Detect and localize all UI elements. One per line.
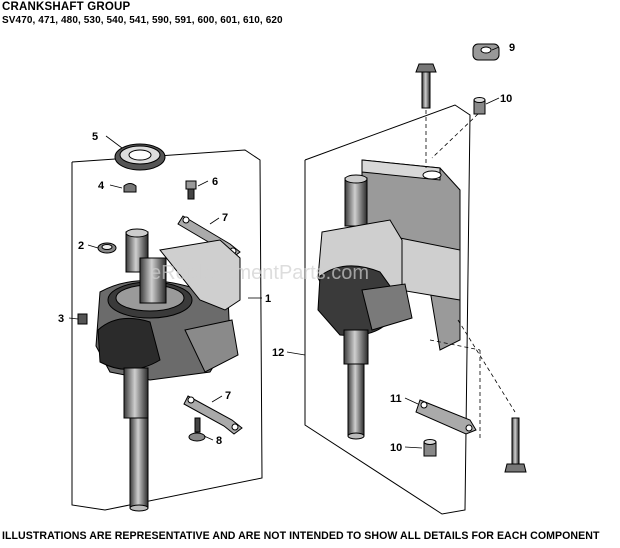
callout-4: 4 <box>98 180 105 192</box>
lower-screw-part <box>188 417 206 442</box>
callout-5: 5 <box>92 131 98 143</box>
sleeve-part <box>472 43 500 61</box>
balance-housing <box>361 159 461 351</box>
model-list: SV470, 471, 480, 530, 540, 541, 590, 591… <box>2 15 283 26</box>
callout-10-top: 10 <box>500 93 512 105</box>
callout-2: 2 <box>78 240 84 252</box>
assembly-1-bracket <box>71 149 263 511</box>
bearing-part <box>97 242 117 254</box>
alignment-lines <box>425 110 516 440</box>
small-block-part <box>77 313 88 325</box>
watermark: eReplacementParts.com <box>150 262 369 284</box>
leader-lines <box>68 46 500 449</box>
callout-11: 11 <box>390 393 402 405</box>
callout-8: 8 <box>216 435 222 447</box>
woodruff-key-part <box>123 183 137 193</box>
callout-3: 3 <box>58 313 64 325</box>
disclaimer-footer: ILLUSTRATIONS ARE REPRESENTATIVE AND ARE… <box>2 530 600 542</box>
callout-10-bottom: 10 <box>390 442 402 454</box>
callout-1: 1 <box>265 293 271 305</box>
diagram-title: CRANKSHAFT GROUP <box>2 1 131 13</box>
screw-part <box>185 180 197 200</box>
timing-gear-part <box>114 143 166 171</box>
dowel-bottom-part <box>423 439 437 457</box>
callout-12: 12 <box>272 347 284 359</box>
assembly-12-bracket <box>304 104 471 515</box>
callout-9: 9 <box>509 42 515 54</box>
crankshaft-left <box>95 228 241 512</box>
balance-link-lower <box>183 395 243 435</box>
callout-7-upper: 7 <box>222 212 228 224</box>
bottom-bolt-part <box>504 417 527 473</box>
callout-7-lower: 7 <box>225 390 231 402</box>
callout-6: 6 <box>212 176 218 188</box>
connecting-link-part <box>415 399 477 435</box>
top-bolt-part <box>415 63 437 109</box>
crankshaft-right <box>317 174 413 440</box>
dowel-top-part <box>473 97 486 115</box>
callout-labels: 5 4 6 7 2 3 1 7 8 9 10 12 11 10 <box>58 42 515 454</box>
